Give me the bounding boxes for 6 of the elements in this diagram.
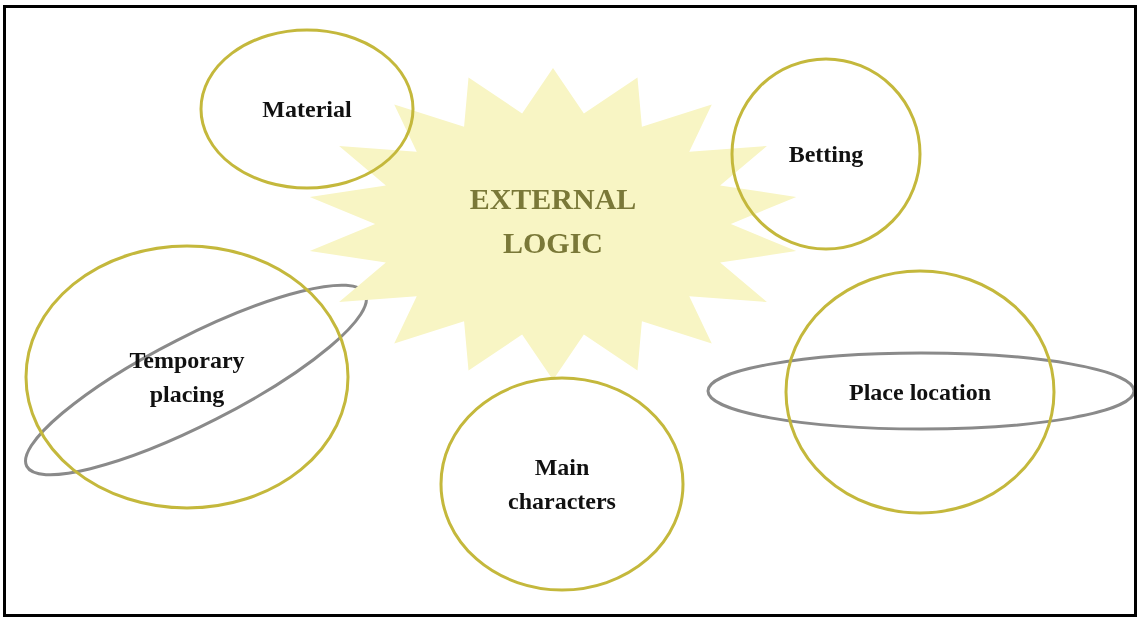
node-label: Betting — [787, 140, 865, 169]
node-label: Temporary placing — [128, 346, 246, 409]
node-label: Material — [261, 95, 353, 124]
node-label: EXTERNAL LOGIC — [468, 180, 638, 261]
node-label: Main characters — [507, 453, 617, 516]
node-label: Place location — [848, 378, 992, 407]
